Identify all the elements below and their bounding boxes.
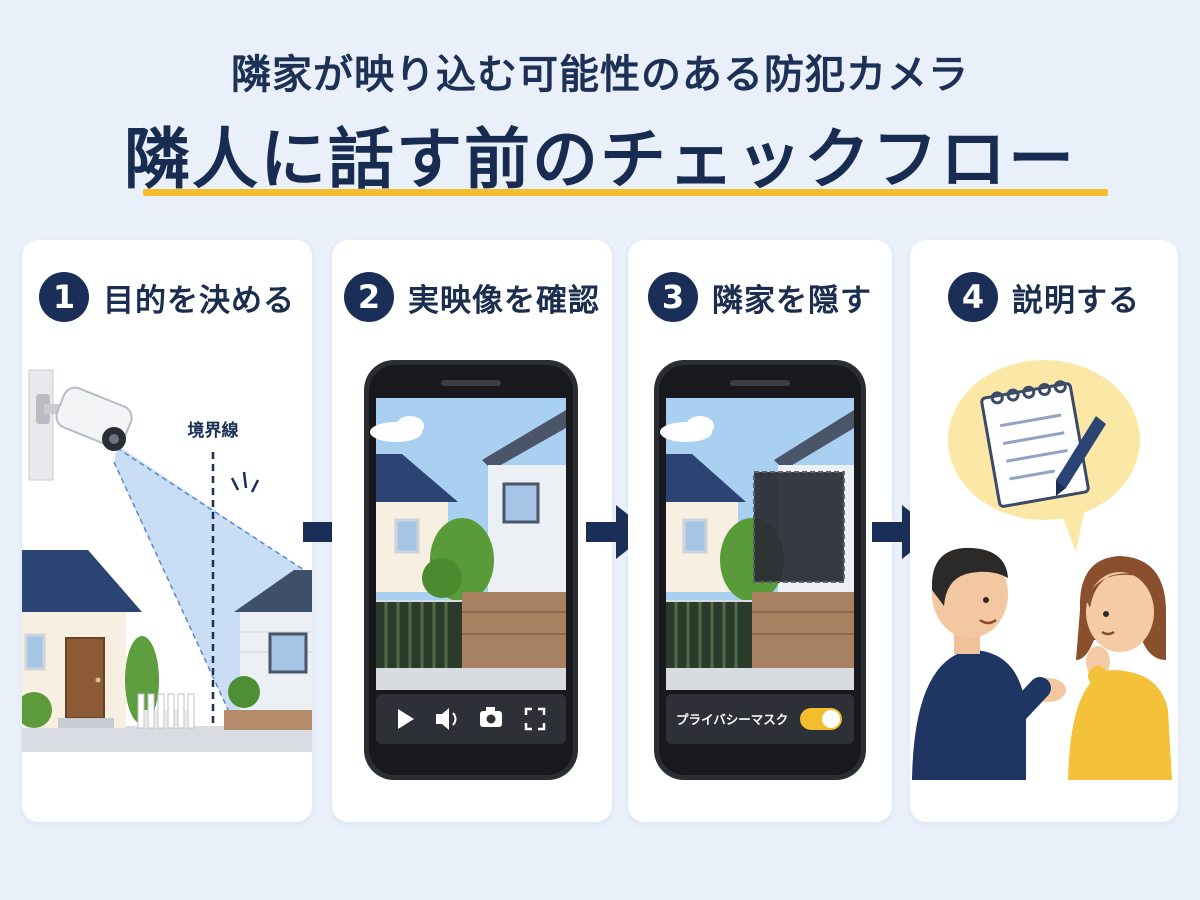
step-header-1: 1 目的を決める — [22, 272, 312, 322]
flow-arrow-2 — [586, 502, 652, 562]
own-house — [22, 550, 195, 729]
woman-avatar — [1068, 556, 1172, 780]
play-icon — [398, 709, 414, 729]
step-label-1: 目的を決める — [103, 282, 295, 319]
step-header-3: 3 隣家を隠す — [628, 272, 892, 322]
pen-icon — [1056, 416, 1106, 496]
step-number-2: 2 — [344, 272, 394, 322]
page-title: 隣人に話す前のチェックフロー — [124, 121, 1076, 198]
step-label-2: 実映像を確認 — [408, 282, 600, 319]
step-header-4: 4 説明する — [910, 272, 1178, 322]
boundary-label: 境界線 — [188, 420, 239, 441]
flow-arrow-3 — [872, 502, 938, 562]
step-number-1: 1 — [39, 272, 89, 322]
step-header-2: 2 実映像を確認 — [332, 272, 612, 322]
conversation-illustration — [912, 360, 1172, 780]
step-card-1: 1 目的を決める 境界線 — [22, 240, 312, 822]
fullscreen-icon — [524, 707, 546, 731]
step-card-2: 2 実映像を確認 — [332, 240, 612, 822]
camera-coverage-illustration: 境界線 — [22, 369, 312, 752]
privacy-mask-toggle[interactable] — [800, 708, 842, 730]
step-label-4: 説明する — [1012, 282, 1140, 319]
camera-icon — [480, 707, 502, 727]
step-number-4: 4 — [948, 272, 998, 322]
step-label-3: 隣家を隠す — [712, 282, 872, 319]
phone-live-view — [364, 360, 578, 780]
title-underline — [143, 189, 1108, 196]
phone-privacy-mask: プライバシーマスク — [654, 360, 866, 780]
neighbor-house — [224, 570, 312, 730]
man-avatar — [912, 547, 1066, 780]
step-number-3: 3 — [648, 272, 698, 322]
step-card-4: 4 説明する — [910, 240, 1178, 822]
privacy-mask-overlay — [753, 471, 845, 583]
security-camera-icon — [28, 369, 133, 481]
notepad-icon — [980, 380, 1090, 508]
subtitle: 隣家が映り込む可能性のある防犯カメラ — [231, 52, 969, 98]
privacy-mask-label: プライバシーマスク — [676, 712, 788, 727]
volume-icon — [436, 708, 457, 730]
step-card-3: 3 隣家を隠す プライバシーマスク — [628, 240, 892, 822]
